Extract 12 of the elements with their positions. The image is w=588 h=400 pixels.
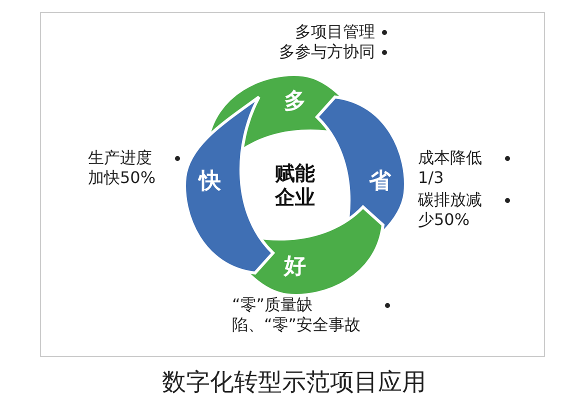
center-label: 赋能企业 bbox=[273, 161, 317, 209]
bullet-text: 碳排放减少50% bbox=[418, 190, 483, 230]
bullet-text: 多参与方协同 bbox=[278, 42, 375, 62]
bullet-text: 生产进度加快50% bbox=[88, 148, 157, 188]
petal-label: 多 bbox=[275, 86, 315, 116]
petal-label: 省 bbox=[360, 166, 400, 196]
bullet-text: “零”质量缺陷、“零”安全事故 bbox=[232, 295, 362, 335]
petal-label: 好 bbox=[275, 251, 315, 281]
bullet-text: 多项目管理 bbox=[294, 22, 375, 42]
bullet-text: 成本降低1/3 bbox=[418, 148, 483, 188]
petal-label: 快 bbox=[190, 166, 230, 196]
caption: 数字化转型示范项目应用 bbox=[161, 367, 427, 398]
